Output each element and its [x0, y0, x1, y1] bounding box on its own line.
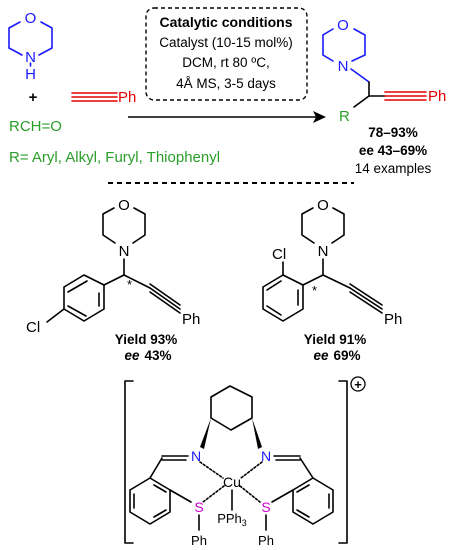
phenylacetylene-reactant: Ph — [71, 89, 136, 106]
ex1-stereocenter: * — [127, 277, 132, 292]
r-group-definition: R= Aryl, Alkyl, Furyl, Thiophenyl — [9, 149, 220, 166]
morpholine-reactant: O N H — [8, 10, 53, 83]
conditions-title: Catalytic conditions — [159, 14, 292, 30]
ex2-stereocenter: * — [312, 283, 317, 298]
catalyst-n1: N — [191, 448, 201, 464]
morpholine-oxygen: O — [25, 10, 37, 27]
catalyst-structure: N N Cu PPh3 S Ph S Ph — [129, 385, 334, 548]
yield-range: 78–93% — [368, 125, 418, 140]
product-nitrogen: N — [338, 58, 349, 75]
morpholine-hydrogen: H — [25, 66, 36, 83]
ex1-yield: Yield 93% — [115, 332, 178, 347]
catalyst-brackets: + — [124, 376, 366, 544]
product-oxygen: O — [337, 17, 349, 34]
conditions-box: Catalytic conditions Catalyst (10-15 mol… — [145, 7, 308, 101]
conditions-catalyst: Catalyst (10-15 mol%) — [159, 35, 293, 50]
ex1-oxygen: O — [118, 197, 130, 214]
catalyst-s2: S — [261, 499, 270, 515]
ex2-ee-value: 69% — [333, 348, 360, 363]
example-2-structure: O N * Cl Ph — [262, 197, 402, 328]
product-structure: O N R Ph — [322, 17, 446, 125]
ex2-phenyl: Ph — [384, 311, 402, 328]
ex2-nitrogen: N — [318, 243, 329, 260]
examples-count: 14 examples — [355, 161, 432, 176]
positive-charge: + — [354, 377, 362, 392]
ex2-oxygen: O — [317, 197, 329, 214]
product-r-group: R — [339, 108, 350, 125]
conditions-solvent: DCM, rt 80 ºC, — [182, 55, 269, 70]
product-phenyl: Ph — [428, 88, 446, 105]
ex1-phenyl: Ph — [182, 311, 200, 328]
example-1-structure: O N * Cl Ph — [26, 197, 200, 336]
ex2-ee-label: ee — [313, 348, 329, 363]
ee-range: ee 43–69% — [359, 143, 427, 158]
morpholine-nitrogen: N — [25, 49, 36, 66]
ex1-ee-label: ee — [124, 348, 140, 363]
catalyst-copper: Cu — [223, 474, 241, 490]
alkyne-phenyl: Ph — [118, 89, 136, 106]
catalyst-n2: N — [261, 448, 271, 464]
ex1-ee-value: 43% — [144, 348, 171, 363]
conditions-time: 4Å MS, 3-5 days — [176, 76, 276, 91]
ex2-chlorine: Cl — [272, 246, 286, 263]
ex2-yield: Yield 91% — [304, 332, 367, 347]
aldehyde-label: RCH=O — [9, 118, 62, 135]
ex1-nitrogen: N — [119, 243, 130, 260]
plus-sign: + — [29, 89, 38, 106]
catalyst-s1: S — [194, 499, 203, 515]
catalyst-ph2: Ph — [258, 533, 274, 548]
catalyst-ph1: Ph — [191, 533, 207, 548]
reaction-arrow — [128, 111, 326, 123]
ex1-chlorine: Cl — [26, 319, 40, 336]
catalyst-pph3: PPh3 — [217, 511, 247, 528]
